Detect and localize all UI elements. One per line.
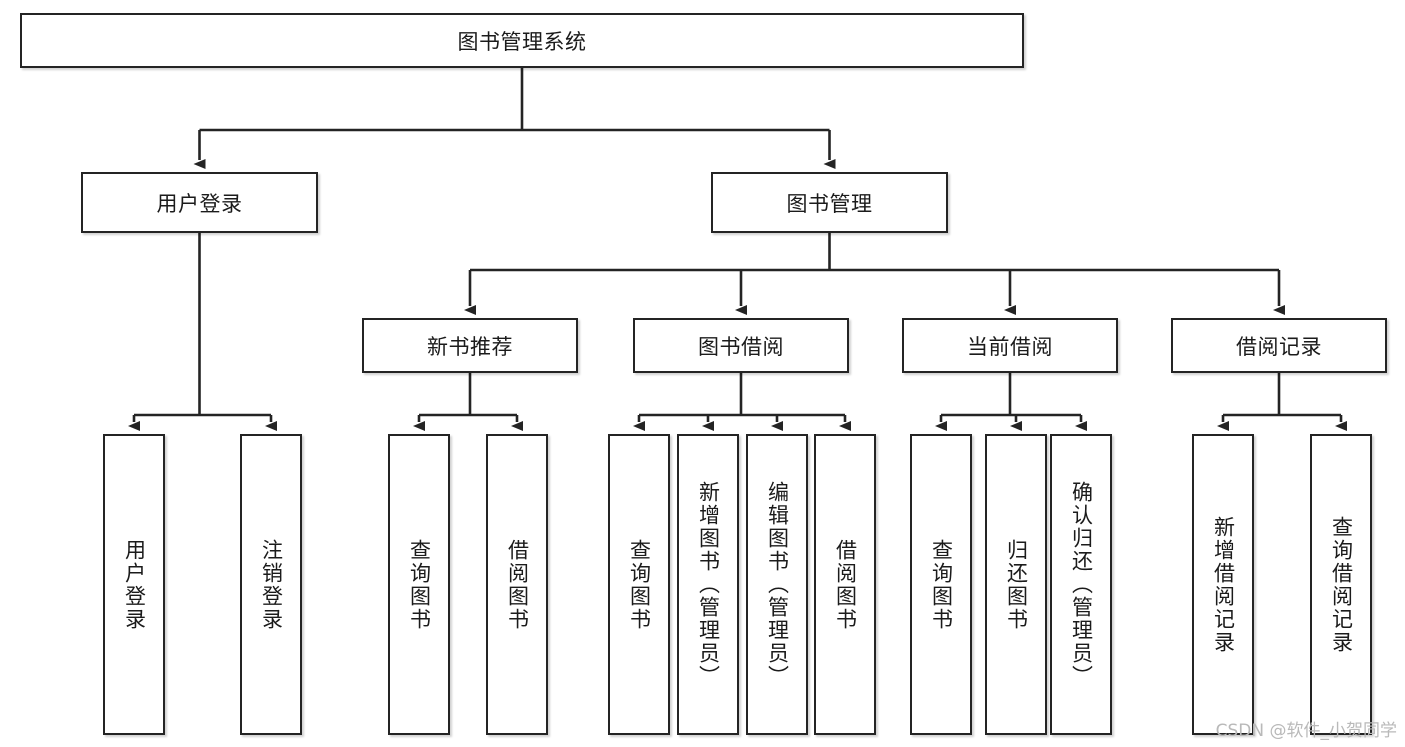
node-label: 新增图书（管理员） [696,481,721,688]
node-leaf-query-book-2[interactable]: 查询图书 [608,434,670,735]
node-label: 图书管理 [786,191,873,216]
node-label: 图书管理系统 [457,29,587,54]
node-label: 用户登录 [122,538,147,631]
node-book-borrow[interactable]: 图书借阅 [633,318,849,373]
node-label: 归还图书 [1004,538,1029,631]
node-new-book-rec[interactable]: 新书推荐 [362,318,578,373]
node-label: 用户登录 [156,191,243,216]
node-book-manage[interactable]: 图书管理 [711,172,948,233]
node-label: 查询图书 [407,538,432,631]
node-leaf-query-record[interactable]: 查询借阅记录 [1310,434,1372,735]
node-label: 当前借阅 [967,334,1053,359]
node-leaf-confirm-return[interactable]: 确认归还（管理员） [1050,434,1112,735]
node-leaf-return-book[interactable]: 归还图书 [985,434,1047,735]
node-label: 借阅图书 [505,538,530,631]
node-leaf-add-record[interactable]: 新增借阅记录 [1192,434,1254,735]
node-label: 查询借阅记录 [1329,515,1354,654]
node-leaf-edit-book[interactable]: 编辑图书（管理员） [746,434,808,735]
node-label: 查询图书 [627,538,652,631]
node-label: 查询图书 [929,538,954,631]
node-label: 新增借阅记录 [1211,515,1236,654]
node-leaf-user-login[interactable]: 用户登录 [103,434,165,735]
node-borrow-record[interactable]: 借阅记录 [1171,318,1387,373]
node-leaf-logout[interactable]: 注销登录 [240,434,302,735]
node-label: 确认归还（管理员） [1069,481,1094,688]
node-label: 编辑图书（管理员） [765,481,790,688]
node-label: 注销登录 [259,538,284,631]
node-leaf-add-book[interactable]: 新增图书（管理员） [677,434,739,735]
node-root[interactable]: 图书管理系统 [20,13,1024,68]
node-current-borrow[interactable]: 当前借阅 [902,318,1118,373]
node-leaf-query-book-3[interactable]: 查询图书 [910,434,972,735]
node-label: 借阅记录 [1236,334,1322,359]
node-leaf-borrow-book-2[interactable]: 借阅图书 [814,434,876,735]
node-label: 图书借阅 [698,334,784,359]
node-leaf-query-book-1[interactable]: 查询图书 [388,434,450,735]
node-leaf-borrow-book-1[interactable]: 借阅图书 [486,434,548,735]
node-label: 新书推荐 [427,334,513,359]
node-label: 借阅图书 [833,538,858,631]
node-user-login[interactable]: 用户登录 [81,172,318,233]
